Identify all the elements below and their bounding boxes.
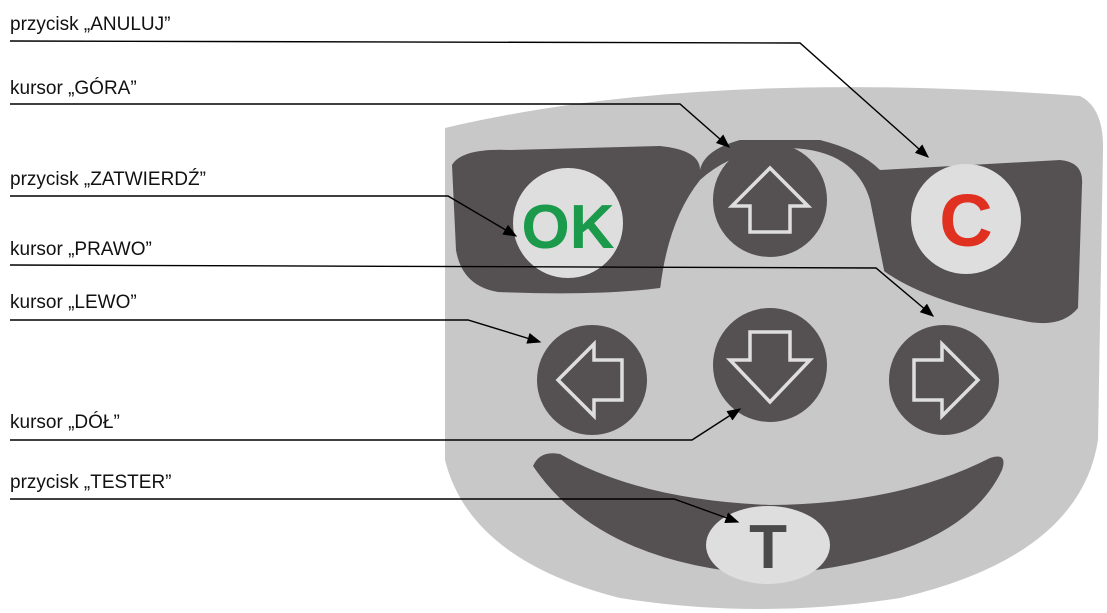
arrow-left-icon [555, 339, 624, 421]
label-confirm: przycisk „ZATWIERDŹ” [10, 169, 206, 190]
arrow-down-icon [725, 330, 815, 405]
tester-key-label: T [749, 513, 787, 582]
label-left: kursor „LEWO” [10, 292, 137, 313]
leader-down [10, 408, 742, 441]
up-button[interactable] [713, 143, 827, 257]
label-up: kursor „GÓRA” [10, 77, 137, 99]
leader-confirm [10, 195, 518, 237]
leader-left [10, 319, 542, 344]
label-tester: przycisk „TESTER” [10, 472, 172, 493]
cancel-key-label: C [939, 179, 992, 262]
leader-tester [10, 498, 740, 524]
cancel-button[interactable]: C [911, 164, 1021, 274]
left-button[interactable] [537, 325, 647, 435]
ok-button[interactable]: OK [513, 168, 623, 278]
arrow-right-icon [912, 339, 981, 421]
arrow-up-icon [727, 165, 813, 234]
leader-up [10, 103, 731, 148]
leader-cancel [9, 40, 930, 158]
tester-button[interactable]: T [706, 506, 830, 584]
leader-right [9, 264, 935, 317]
ok-key-label: OK [522, 193, 615, 262]
down-button[interactable] [713, 308, 827, 422]
label-cancel: przycisk „ANULUJ” [10, 14, 170, 35]
label-right: kursor „PRAWO” [10, 239, 152, 260]
label-down: kursor „DÓŁ” [10, 411, 120, 433]
right-button[interactable] [889, 325, 999, 435]
